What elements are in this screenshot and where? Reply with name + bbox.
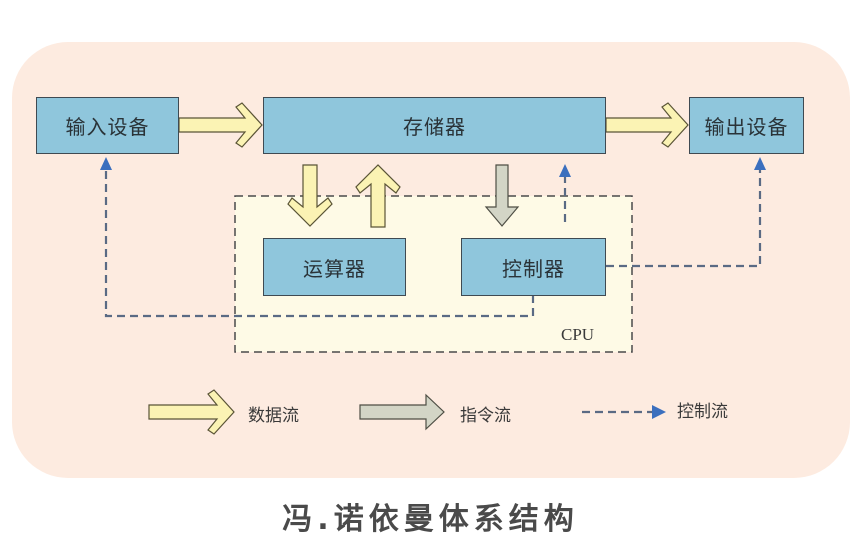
controller-label: 控制器 xyxy=(502,256,565,281)
arrow-memory-to-alu xyxy=(287,164,333,227)
legend-control-label: 控制流 xyxy=(677,402,728,422)
control-controller-to-input xyxy=(104,170,535,318)
memory-box: 存储器 xyxy=(263,97,606,154)
legend-data-label: 数据流 xyxy=(248,406,299,426)
control-arrowhead-input xyxy=(100,157,112,170)
cpu-label: CPU xyxy=(561,325,595,344)
input-device-box: 输入设备 xyxy=(36,97,179,154)
arrow-alu-to-memory xyxy=(355,164,401,228)
cpu-border xyxy=(234,195,633,353)
control-arrowhead-output xyxy=(754,157,766,170)
alu-box: 运算器 xyxy=(263,238,406,296)
arrow-memory-to-controller xyxy=(484,164,520,227)
arrow-input-to-memory xyxy=(178,102,263,148)
controller-box: 控制器 xyxy=(461,238,606,296)
control-controller-to-output xyxy=(606,170,762,268)
legend-instruction-label: 指令流 xyxy=(460,406,511,426)
input-device-label: 输入设备 xyxy=(65,115,150,139)
control-arrowhead-memory xyxy=(559,164,571,177)
legend-data-arrow xyxy=(148,389,235,435)
output-device-box: 输出设备 xyxy=(689,97,804,154)
arrow-memory-to-output xyxy=(605,102,689,148)
memory-label: 存储器 xyxy=(403,115,466,139)
legend-instruction-arrow xyxy=(359,393,445,431)
output-device-label: 输出设备 xyxy=(704,115,789,139)
diagram-title: 冯.诺依曼体系结构 xyxy=(282,502,579,537)
alu-label: 运算器 xyxy=(303,256,366,281)
legend-control-arrowhead xyxy=(652,405,666,419)
